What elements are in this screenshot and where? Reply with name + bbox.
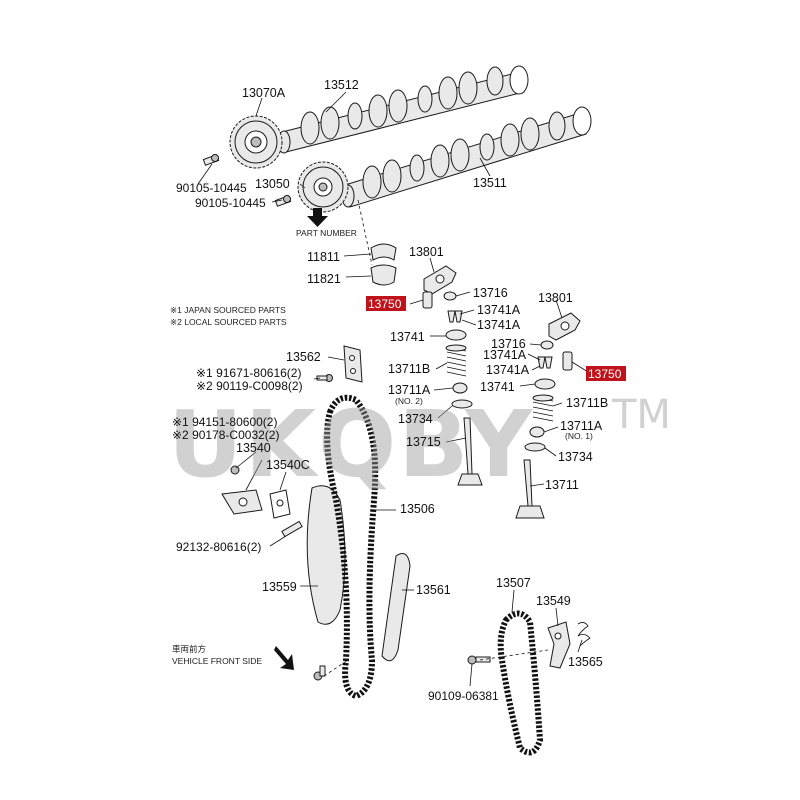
valve-cap-13716-right (540, 340, 554, 350)
label-13565: 13565 (568, 655, 603, 669)
label-13801-right: 13801 (538, 291, 573, 305)
label-13561: 13561 (416, 583, 451, 597)
label-13711: 13711 (545, 478, 579, 492)
label-91671-80616: ※1 91671-80616(2) (196, 366, 301, 380)
chain-slipper-13559 (306, 485, 346, 625)
cam-gear-13050 (297, 161, 349, 213)
oil-pump-chain-13507 (497, 610, 544, 756)
watermark-text: UKQBY (168, 391, 534, 498)
watermark-tm: TM (611, 392, 671, 438)
label-90109-06381: 90109-06381 (428, 689, 499, 703)
label-13711B-left: 13711B (388, 362, 430, 376)
label-13050: 13050 (255, 177, 290, 191)
valve-seal-13734-right (524, 442, 546, 452)
label-13711A-left: 13711A (388, 383, 431, 397)
label-90178-C0032: ※2 90178-C0032(2) (172, 428, 279, 442)
bearing-11811 (370, 243, 397, 261)
note-local-sourced: ※2 LOCAL SOURCED PARTS (170, 317, 287, 327)
label-13750-right: 13750 (588, 367, 622, 381)
label-13540C: 13540C (266, 458, 310, 472)
label-13511: 13511 (473, 176, 507, 190)
label-94151-80600: ※1 94151-80600(2) (172, 415, 277, 429)
bolt-91671 (316, 374, 333, 382)
valve-cap-13716-left (443, 291, 457, 301)
label-13801-left: 13801 (409, 245, 444, 259)
label-90105-10445-lower: 90105-10445 (195, 196, 266, 210)
label-13711A-right: 13711A (560, 419, 603, 433)
label-no2: (NO. 2) (395, 396, 423, 406)
retainer-13741-left (445, 329, 467, 341)
label-13507: 13507 (496, 576, 531, 590)
label-13549: 13549 (536, 594, 571, 608)
camshaft-13511 (341, 106, 592, 208)
label-13562: 13562 (286, 350, 321, 364)
label-13734-right: 13734 (558, 450, 593, 464)
label-13540: 13540 (236, 441, 271, 455)
retainer-13741-right (534, 378, 556, 390)
label-13715: 13715 (406, 435, 441, 449)
bolt-90105-upper (202, 154, 220, 166)
lash-adjuster-13750-left (422, 291, 433, 309)
label-92132-80616: 92132-80616(2) (176, 540, 261, 554)
label-13734-left: 13734 (398, 412, 433, 426)
vvt-gear-13070A (229, 115, 283, 169)
bolt-90105-lower (274, 195, 292, 207)
label-13741-left: 13741 (390, 330, 425, 344)
spring-13565 (577, 622, 591, 647)
gasket-13540C (269, 489, 291, 519)
bolt-lower (313, 665, 326, 681)
chain-damper-13549 (547, 621, 571, 669)
rocker-arm-13801-left (423, 265, 457, 295)
label-90119-C0098: ※2 90119-C0098(2) (196, 379, 303, 393)
label-13741A-left-1: 13741A (477, 303, 521, 317)
label-13741A-right-1: 13741A (483, 348, 527, 362)
label-90105-10445-upper: 90105-10445 (176, 181, 247, 195)
lash-adjuster-13750-right (562, 351, 573, 371)
stud-92132 (281, 520, 303, 538)
vehicle-front-arrow-icon (274, 646, 294, 670)
timing-chain-13506 (324, 394, 379, 700)
label-13070A: 13070A (242, 86, 286, 100)
tensioner-13540 (221, 489, 263, 515)
label-13506: 13506 (400, 502, 435, 516)
label-13559: 13559 (262, 580, 297, 594)
highlight-13750-left (366, 296, 406, 311)
label-11821: 11821 (307, 272, 341, 286)
vehicle-front-cn: 車両前方 (172, 644, 206, 654)
highlight-13750-right (586, 366, 626, 381)
chain-guide-13561 (381, 553, 411, 662)
bracket-13562 (343, 345, 363, 383)
label-13741A-right-2: 13741A (486, 363, 530, 377)
label-13512: 13512 (324, 78, 359, 92)
label-13716-left: 13716 (473, 286, 508, 300)
label-no1: (NO. 1) (565, 431, 593, 441)
bolt-90109 (467, 655, 491, 665)
bearing-11821 (370, 264, 397, 286)
valve-seal-13734-left (451, 399, 473, 409)
valve-13715 (457, 417, 483, 486)
valve-13711 (515, 459, 545, 519)
keepers-13741A-left (447, 310, 463, 323)
label-13716-right: 13716 (491, 337, 526, 351)
spring-13711B-left (445, 344, 467, 377)
leader-lines (197, 91, 589, 687)
label-13750-left: 13750 (368, 297, 402, 311)
note-japan-sourced: ※1 JAPAN SOURCED PARTS (170, 305, 286, 315)
rocker-arm-13801-right (548, 312, 581, 341)
label-13711B-right: 13711B (566, 396, 608, 410)
spring-13711B-right (532, 394, 554, 422)
vehicle-front-en: VEHICLE FRONT SIDE (172, 656, 262, 666)
label-11811: 11811 (307, 250, 340, 264)
part-number-arrow-icon (307, 208, 328, 227)
part-number-caption: PART NUMBER (296, 228, 357, 238)
label-13741-right: 13741 (480, 380, 515, 394)
camshaft-13512 (277, 65, 529, 154)
label-13741A-left-2: 13741A (477, 318, 521, 332)
bolt-94151 (230, 465, 240, 475)
